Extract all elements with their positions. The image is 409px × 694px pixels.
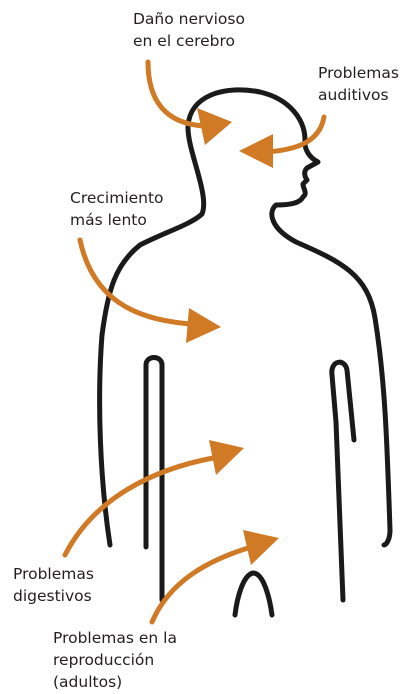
left-arm-outline xyxy=(143,355,165,603)
label-brain-line-1: Daño nervioso xyxy=(133,10,245,28)
label-digestive-line-2: digestivos xyxy=(13,587,92,605)
label-reproduction-line-3: (adultos) xyxy=(53,673,123,691)
label-hearing-line-2: auditivos xyxy=(318,86,389,104)
label-brain-line-2: en el cerebro xyxy=(133,32,236,50)
label-digestive-line-1: Problemas xyxy=(13,565,94,583)
arrow-reproduction xyxy=(149,530,279,625)
body-outline xyxy=(97,87,393,618)
label-slower-growth: Crecimiento más lento xyxy=(70,187,164,231)
arrow-growth xyxy=(77,237,221,343)
legs-outline xyxy=(232,570,275,618)
label-reproduction-line-1: Problemas en la xyxy=(53,629,177,647)
torso-outline xyxy=(97,87,393,548)
arrow-hearing xyxy=(239,114,327,168)
label-reproduction-problems: Problemas en la reproducción (adultos) xyxy=(53,627,177,693)
arrow-brain xyxy=(145,59,232,145)
label-reproduction-line-2: reproducción xyxy=(53,651,155,669)
label-hearing-line-1: Problemas xyxy=(318,64,399,82)
label-hearing-problems: Problemas auditivos xyxy=(318,62,399,106)
arrow-digestive xyxy=(62,440,244,558)
label-growth-line-2: más lento xyxy=(70,211,147,229)
right-arm-outline xyxy=(329,359,357,603)
label-brain-damage: Daño nervioso en el cerebro xyxy=(133,8,245,52)
label-digestive-problems: Problemas digestivos xyxy=(13,563,94,607)
label-growth-line-1: Crecimiento xyxy=(70,189,164,207)
